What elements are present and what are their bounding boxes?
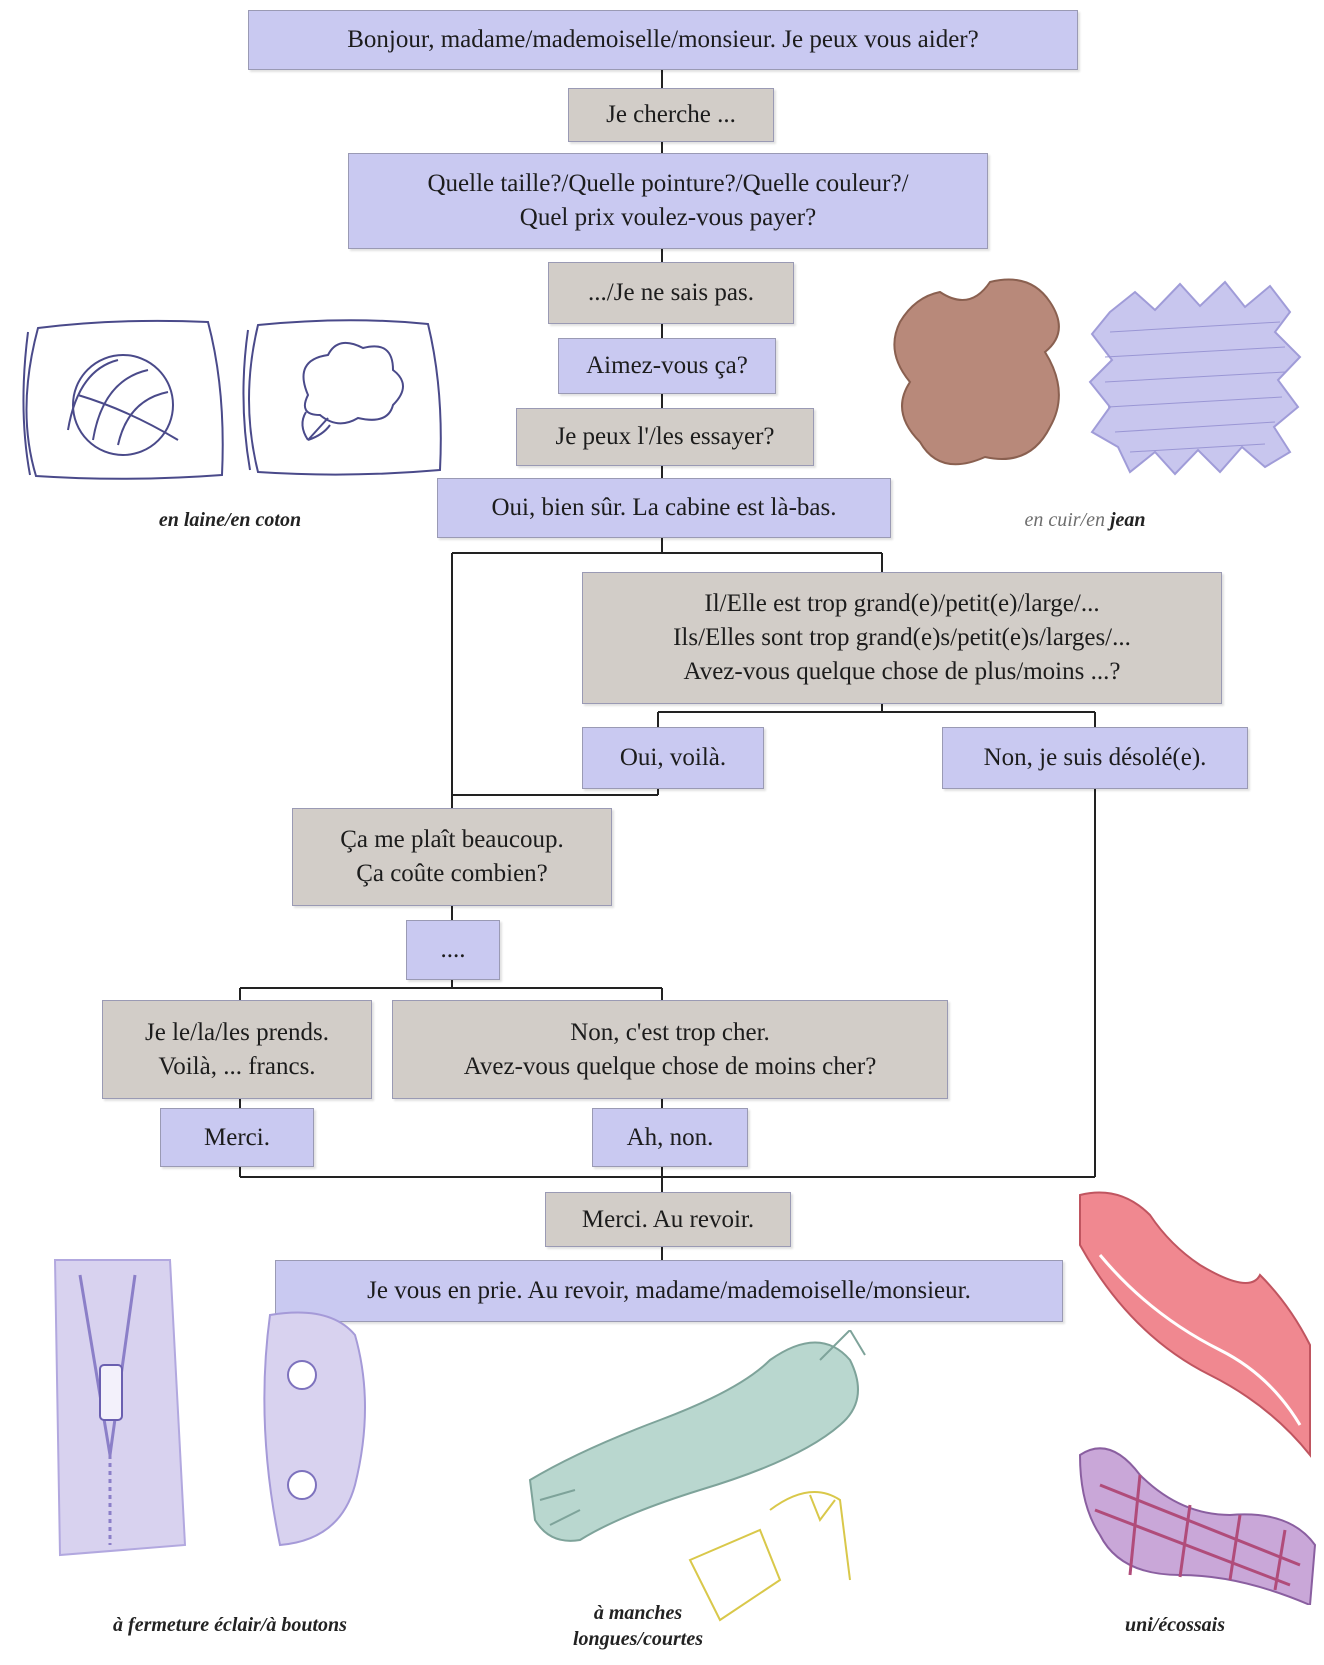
wool-ball-icon: [22, 319, 442, 480]
buttons-icon: [263, 1311, 366, 1547]
cabine-box: Oui, bien sûr. La cabine est là-bas.: [437, 478, 891, 538]
essayer-box: Je peux l'/les essayer?: [516, 408, 814, 466]
desole-box: Non, je suis désolé(e).: [942, 727, 1248, 789]
au-revoir-box: Merci. Au revoir.: [545, 1192, 791, 1247]
je-ne-sais-pas-box: .../Je ne sais pas.: [548, 262, 794, 324]
quelle-taille-box: Quelle taille?/Quelle pointure?/Quelle c…: [348, 153, 988, 249]
greeting-box: Bonjour, madame/mademoiselle/monsieur. J…: [248, 10, 1078, 70]
je-cherche-box: Je cherche ...: [568, 88, 774, 142]
trop-grand-box: Il/Elle est trop grand(e)/petit(e)/large…: [582, 572, 1222, 704]
caption-cuir-prefix: en cuir/en: [1024, 509, 1105, 531]
plain-fabric-icon: [1078, 1191, 1317, 1605]
leather-swatch-icon: [893, 278, 1302, 476]
shirt-sleeve-icon: [528, 1330, 866, 1622]
je-vous-en-prie-box: Je vous en prie. Au revoir, madame/madem…: [275, 1260, 1063, 1322]
oui-voila-box: Oui, voilà.: [582, 727, 764, 789]
ah-non-box: Ah, non.: [592, 1108, 748, 1167]
tartan-fabric-icon: [1078, 1447, 1317, 1605]
aimez-vous-box: Aimez-vous ça?: [558, 338, 776, 394]
caption-laine-coton: en laine/en coton: [158, 509, 302, 531]
dots-box: ....: [406, 920, 500, 980]
caption-fermeture-boutons: à fermeture éclair/à boutons: [113, 1614, 347, 1636]
caption-cuir-jean: en cuir/en jean: [960, 507, 1210, 533]
caption-jean: jean: [1109, 509, 1146, 531]
caption-manches: à manches longues/courtes: [572, 1602, 704, 1650]
trop-cher-box: Non, c'est trop cher. Avez-vous quelque …: [392, 1000, 948, 1099]
zipper-icon: [53, 1259, 366, 1557]
plait-box: Ça me plaît beaucoup. Ça coûte combien?: [292, 808, 612, 906]
merci-box: Merci.: [160, 1108, 314, 1167]
denim-swatch-icon: [1088, 280, 1302, 476]
caption-uni-ecossais: uni/écossais: [1124, 1614, 1226, 1636]
prends-box: Je le/la/les prends. Voilà, ... francs.: [102, 1000, 372, 1099]
